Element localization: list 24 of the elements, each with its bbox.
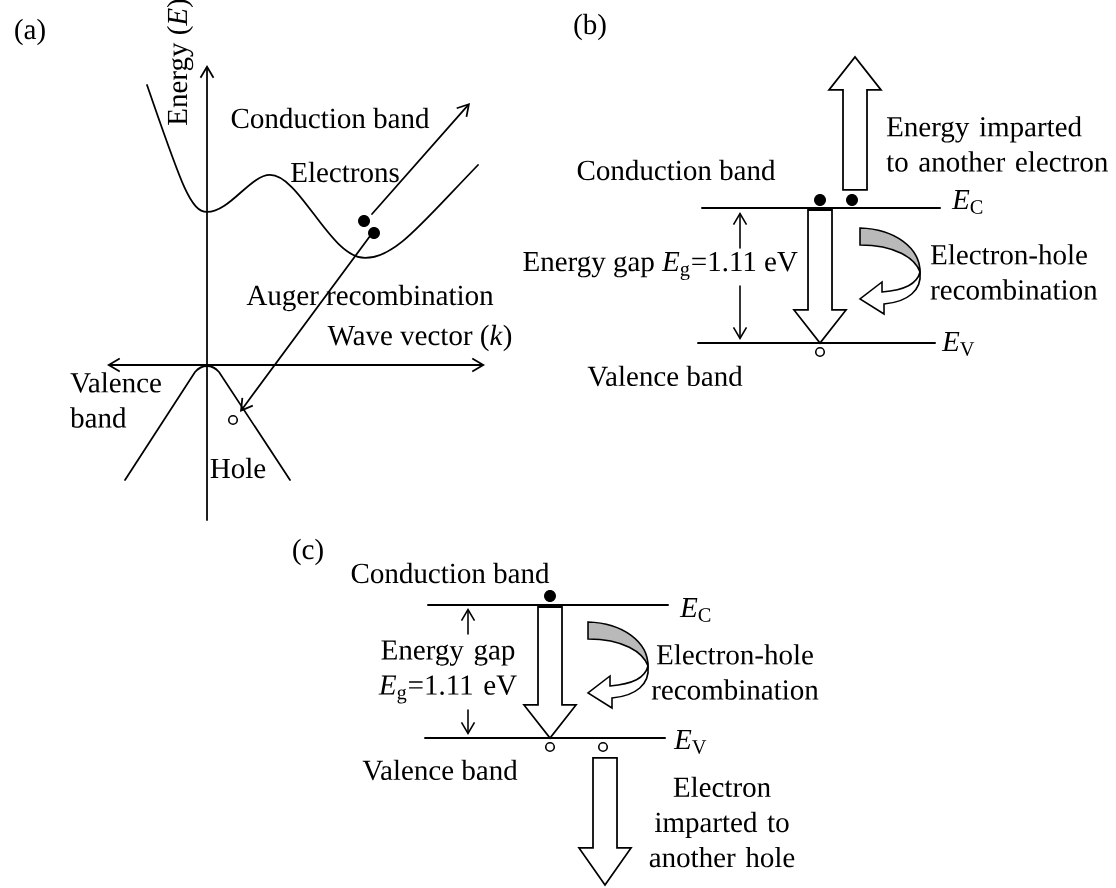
band-label: Valence band: [587, 365, 743, 387]
process-label: Electron-hole recombination: [930, 244, 1098, 300]
band-label: Conduction band: [351, 562, 550, 584]
particle-label: Electrons: [291, 161, 399, 183]
gap-label: Energy gap E$_{g}$=1.11 eV: [523, 251, 798, 281]
particle-label: Hole: [210, 457, 266, 479]
band-label: Valence band: [362, 759, 518, 781]
band-label: Conduction band: [577, 159, 776, 181]
process-label: Auger recombination: [246, 284, 494, 312]
energy-level-label: E$_{V}$: [673, 730, 707, 754]
band-label: Conduction band: [231, 107, 430, 129]
panel-label: (c): [293, 538, 323, 566]
axis-label: Wave vector (k): [327, 324, 512, 352]
energy-level-label: E$_{C}$: [679, 598, 711, 622]
process-label: Electron-hole recombination: [651, 644, 819, 700]
process-label: Energy imparted to another electron: [886, 116, 1108, 172]
energy-level-label: E$_{C}$: [951, 190, 983, 214]
axis-label: Energy (E): [166, 0, 194, 125]
panel-label: (b): [574, 13, 606, 41]
panel-label: (a): [15, 18, 45, 46]
band-label: Valence band: [70, 372, 161, 428]
gap-label: Energy gap E$_{g}$=1.11 eV: [378, 640, 517, 704]
process-label: Electron imparted to another hole: [649, 776, 795, 868]
energy-level-label: E$_{V}$: [941, 332, 975, 356]
